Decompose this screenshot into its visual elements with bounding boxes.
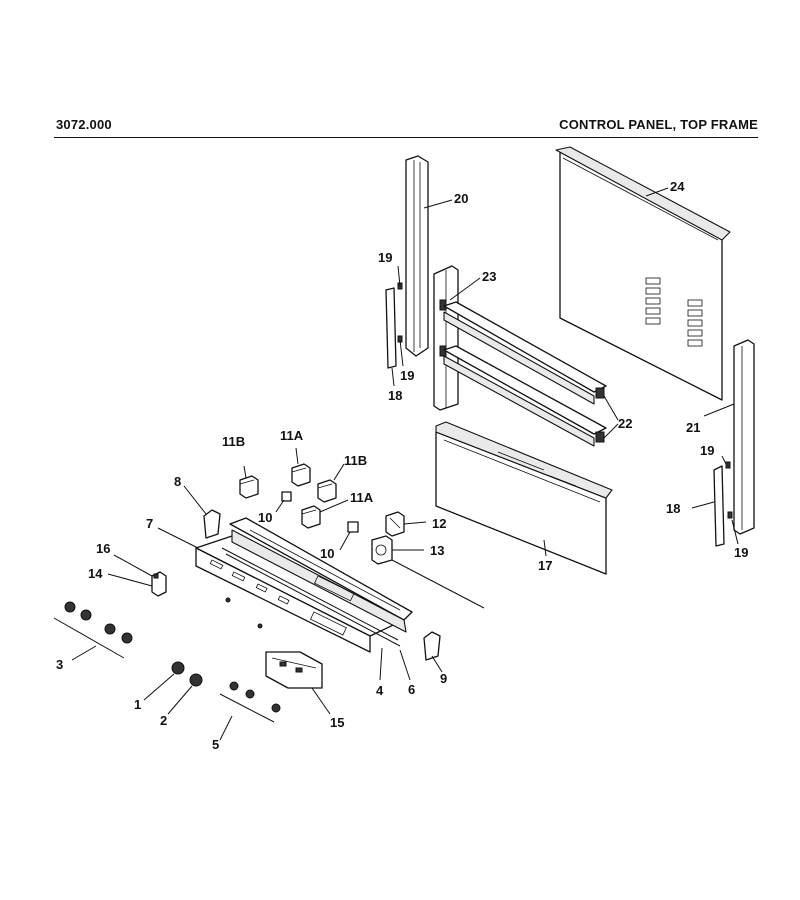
part-22-cross-bars: [443, 301, 607, 447]
part-11b-switch-upper: [239, 475, 259, 499]
part-17-front-panel: [435, 421, 613, 575]
label-17: 17: [538, 558, 552, 573]
model-number: 3072.000: [56, 117, 112, 132]
part-4-trim-strip: [221, 547, 401, 647]
part-14-block: [151, 571, 167, 597]
label-9: 9: [440, 671, 447, 686]
part-9-bracket: [423, 631, 441, 661]
label-19-a: 19: [378, 250, 392, 265]
part-19-screws-right: [725, 461, 733, 519]
part-2-knob: [189, 673, 203, 687]
label-24: 24: [670, 179, 685, 194]
label-5: 5: [212, 737, 219, 752]
part-19-screws-left: [397, 282, 403, 343]
part-3-knob-set: [53, 601, 133, 659]
part-10-lamp-left: [281, 491, 292, 502]
part-20-side-rail: [405, 155, 429, 357]
label-13: 13: [430, 543, 444, 558]
label-12: 12: [432, 516, 446, 531]
label-4: 4: [376, 683, 384, 698]
part-18-trim-strip-left: [385, 287, 397, 369]
label-14: 14: [88, 566, 103, 581]
label-7: 7: [146, 516, 153, 531]
leader-lines: [71, 187, 739, 741]
part-12-component: [385, 511, 405, 537]
part-1-knob: [171, 661, 185, 675]
part-10-lamp-right: [347, 521, 359, 533]
label-23: 23: [482, 269, 496, 284]
label-20: 20: [454, 191, 468, 206]
label-8: 8: [174, 474, 181, 489]
part-8-bracket: [203, 509, 221, 539]
part-15-control-module: [265, 651, 323, 689]
part-6-panel-frame: [229, 517, 413, 633]
part-labels: 20 19 19 18 23 24 22 21 19 18 19 17 11B …: [56, 179, 748, 752]
part-21-side-rail-right: [733, 339, 755, 535]
label-6: 6: [408, 682, 415, 697]
label-3: 3: [56, 657, 63, 672]
label-16: 16: [96, 541, 110, 556]
part-11a-switch-upper: [291, 463, 311, 487]
label-11a-upper: 11A: [280, 428, 304, 443]
part-13-wire: [391, 559, 485, 609]
label-19-d: 19: [734, 545, 748, 560]
label-15: 15: [330, 715, 344, 730]
label-1: 1: [134, 697, 141, 712]
part-23-front-frame: [433, 265, 459, 411]
label-19-b: 19: [400, 368, 414, 383]
part-18-trim-strip-right: [713, 465, 725, 547]
label-11b-upper: 11B: [222, 434, 245, 449]
label-11a-lower: 11A: [350, 490, 374, 505]
part-24-top-panel: [555, 146, 731, 401]
part-11b-switch-lower: [317, 479, 337, 503]
header-rule: [54, 137, 758, 138]
label-10-left: 10: [258, 510, 272, 525]
label-10-right: 10: [320, 546, 334, 561]
part-5-knob-set: [219, 681, 281, 723]
label-18-right: 18: [666, 501, 680, 516]
label-22: 22: [618, 416, 632, 431]
section-title: CONTROL PANEL, TOP FRAME: [559, 117, 758, 132]
label-11b-lower: 11B: [344, 453, 367, 468]
part-13-component: [371, 535, 393, 565]
label-19-c: 19: [700, 443, 714, 458]
part-11a-switch-lower: [301, 505, 321, 529]
label-18-left: 18: [388, 388, 402, 403]
label-21: 21: [686, 420, 700, 435]
label-2: 2: [160, 713, 167, 728]
